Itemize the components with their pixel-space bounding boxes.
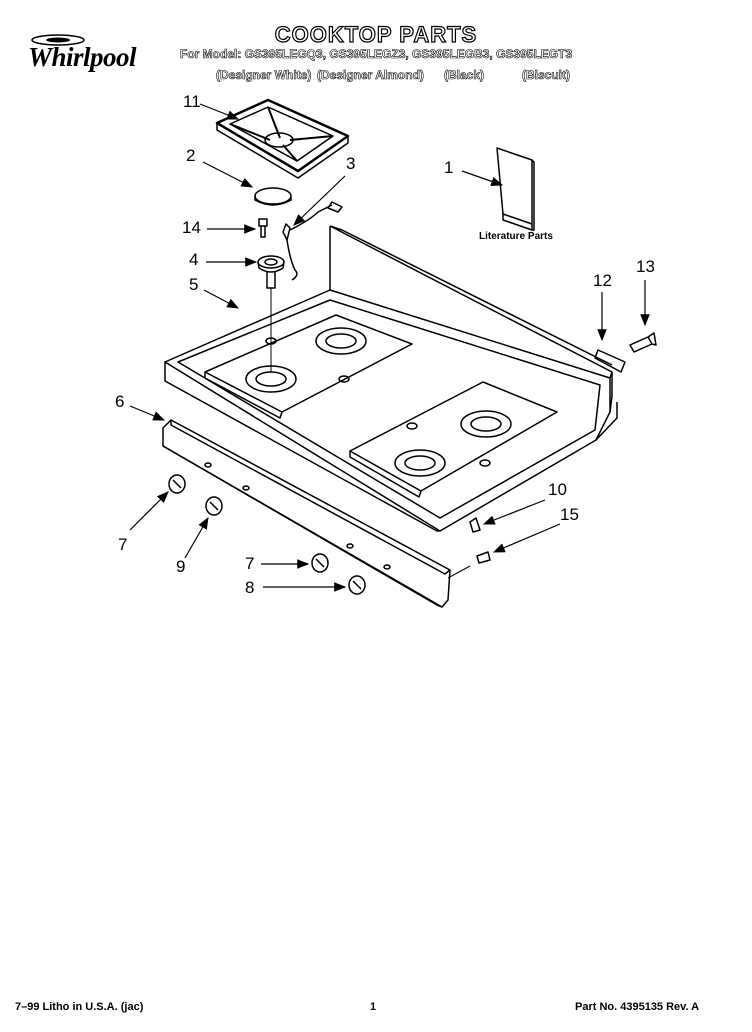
callout-15: 15 [560,505,579,524]
variant-biscuit: (Biscuit) [522,68,571,83]
literature-booklet [496,147,535,231]
screw-15 [476,551,491,564]
callout-7-right: 7 [245,554,255,573]
control-panel [162,419,451,608]
arrow-3 [293,175,346,226]
callout-5: 5 [189,275,199,294]
page-title: COOKTOP PARTS [274,21,478,47]
callout-7-left: 7 [118,535,128,554]
arrow-5 [203,289,240,309]
burner-cap [254,187,292,206]
variant-designer-almond: (Designer Almond) [317,68,425,83]
callout-12: 12 [593,271,612,290]
arrow-15 [492,523,561,553]
knob-7-left [168,474,186,494]
clip-10 [469,517,481,533]
whirlpool-logo-emblem [31,34,85,46]
page-number: 1 [370,1001,377,1013]
callout-3: 3 [346,154,356,173]
callout-1: 1 [444,158,454,177]
cooktop-panel [164,225,618,532]
knob-8 [348,575,366,595]
arrow-10 [482,499,546,525]
whirlpool-logo: Whirlpool [28,42,137,72]
burner-base [257,255,285,372]
screw-13 [629,332,657,353]
arrow-2 [202,161,254,188]
screw-14 [258,218,268,238]
burner-grate [215,98,350,179]
callout-10: 10 [548,480,567,499]
callout-9: 9 [176,557,186,576]
callout-8: 8 [245,578,255,597]
callout-6: 6 [115,392,125,411]
part-number: Part No. 4395135 Rev. A [575,1001,700,1013]
arrow-1 [461,170,504,186]
igniter [282,201,343,281]
literature-parts-label: Literature Parts [479,231,553,242]
variant-black: (Black) [444,68,485,83]
arrow-7a [129,491,169,531]
arrow-9 [184,516,209,559]
callout-2: 2 [186,146,196,165]
variant-designer-white: (Designer White) [216,68,312,83]
footer-litho: 7–99 Litho in U.S.A. (jac) [15,1001,144,1013]
callout-4: 4 [189,250,199,269]
bracket-12 [594,349,626,373]
knob-9 [205,496,223,516]
callout-11: 11 [183,92,201,111]
callout-13: 13 [636,257,655,276]
knob-7-right [311,553,329,573]
arrow-6 [129,405,166,421]
callout-14: 14 [182,218,201,237]
model-numbers: For Model: GS395LEGQ3, GS395LEGZ3, GS395… [180,47,573,62]
arrow-11 [199,103,240,120]
